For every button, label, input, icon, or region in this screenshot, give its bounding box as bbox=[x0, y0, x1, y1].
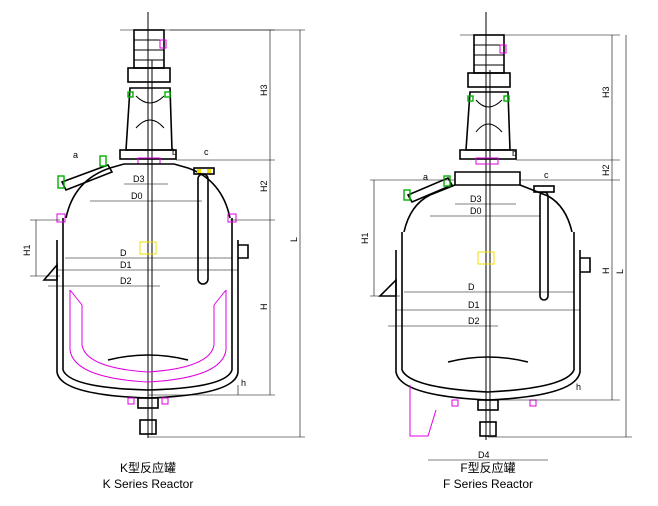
k-label-c: c bbox=[204, 147, 209, 157]
f-caption-en: F Series Reactor bbox=[442, 477, 534, 491]
f-bottom-head bbox=[401, 369, 575, 393]
f-label-h1: H1 bbox=[360, 232, 370, 244]
f-label-a: a bbox=[423, 172, 428, 182]
k-label-d3: D3 bbox=[133, 174, 145, 184]
k-label-h: H bbox=[259, 304, 269, 311]
f-label-d1: D1 bbox=[468, 300, 480, 310]
k-caption-cn: K型反应罐 bbox=[119, 461, 176, 475]
f-label-h: H bbox=[601, 268, 611, 275]
k-label-h-small: h bbox=[241, 378, 246, 388]
k-label-l: L bbox=[289, 237, 299, 242]
f-agitator bbox=[447, 356, 529, 363]
f-nozzle-a bbox=[406, 176, 454, 204]
k-nozzle-a bbox=[60, 164, 114, 192]
f-label-h2: H2 bbox=[601, 164, 611, 176]
k-caption-en: K Series Reactor bbox=[102, 477, 194, 491]
k-label-h3: H3 bbox=[259, 84, 269, 96]
f-label-d2: D2 bbox=[468, 316, 480, 326]
f-label-h3: H3 bbox=[601, 86, 611, 98]
f-caption-cn: F型反应罐 bbox=[460, 461, 516, 475]
f-motor bbox=[473, 34, 505, 74]
f-top-flange bbox=[454, 171, 521, 186]
k-label-d0: D0 bbox=[131, 191, 143, 201]
f-label-h-small: h bbox=[576, 382, 581, 392]
k-coil bbox=[69, 289, 227, 383]
f-label-l: L bbox=[615, 269, 625, 274]
k-label-d: D bbox=[120, 248, 127, 258]
f-label-d3: D3 bbox=[470, 194, 482, 204]
f-thermowell bbox=[539, 191, 549, 301]
f-label-d0: D0 bbox=[470, 206, 482, 216]
k-bottom-head bbox=[62, 369, 233, 391]
f-reactor-drawing: a b c D3 D0 D D1 D2 D4 H1 H2 H3 H L h bbox=[360, 12, 632, 461]
k-label-h2: H2 bbox=[259, 180, 269, 192]
f-label-d4: D4 bbox=[478, 450, 490, 460]
k-label-a: a bbox=[73, 150, 78, 160]
k-agitator bbox=[107, 354, 189, 361]
f-lug bbox=[378, 278, 397, 297]
k-reactor-drawing: a b c D3 D0 D D1 D2 H1 H2 H3 H L h bbox=[22, 12, 305, 438]
k-label-d1: D1 bbox=[120, 260, 132, 270]
k-motor bbox=[133, 29, 165, 69]
f-label-d: D bbox=[468, 282, 475, 292]
f-support-leg bbox=[409, 385, 437, 437]
k-thermowell bbox=[197, 173, 209, 285]
k-lug bbox=[42, 262, 58, 281]
f-jacket bbox=[395, 250, 581, 401]
f-label-b: b bbox=[512, 148, 517, 158]
k-top-head bbox=[65, 163, 231, 219]
k-label-d2: D2 bbox=[120, 276, 132, 286]
k-label-b: b bbox=[172, 147, 177, 157]
k-label-h1: H1 bbox=[22, 244, 32, 256]
f-label-c: c bbox=[544, 170, 549, 180]
